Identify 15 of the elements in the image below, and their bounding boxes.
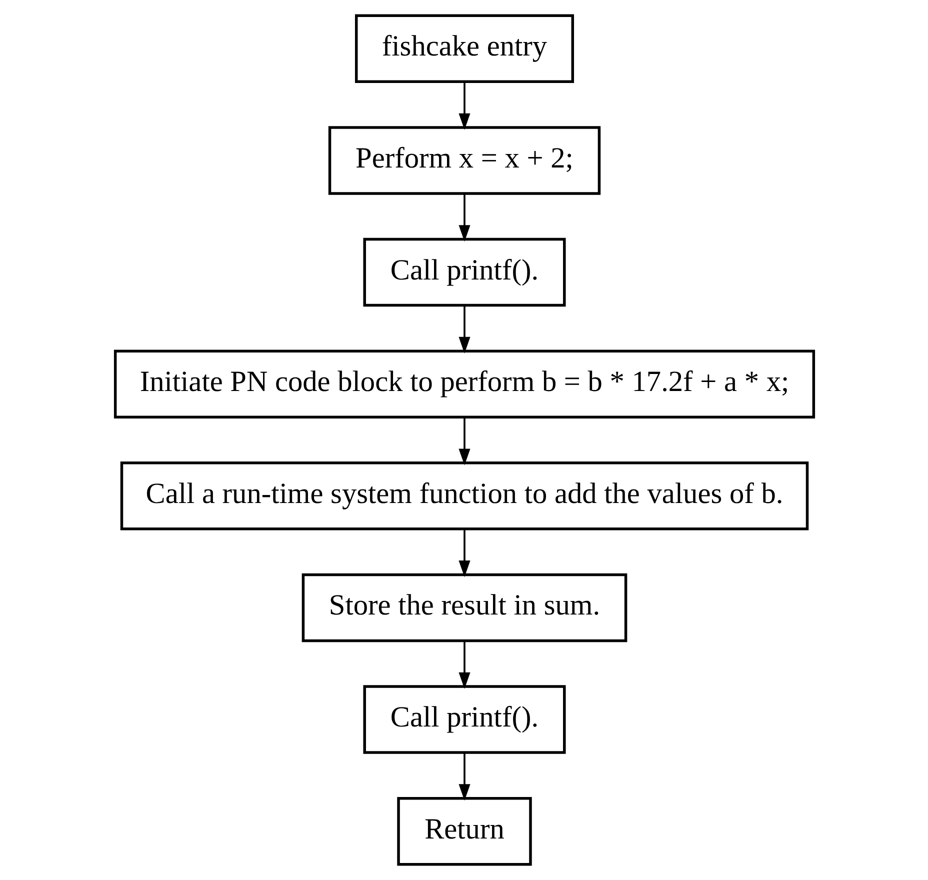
node-box: Perform x = x + 2; xyxy=(328,126,600,195)
node-box: Call printf(). xyxy=(362,685,566,754)
arrow xyxy=(458,640,470,689)
arrow xyxy=(458,529,470,578)
arrow xyxy=(458,752,470,801)
node-box: Store the result in sum. xyxy=(301,573,627,642)
node-box: Call a run-time system function to add the values of b. xyxy=(120,462,808,530)
node-box: Return xyxy=(396,796,532,866)
node-box: Initiate PN code block to perform b = b * 17.2f + a * x; xyxy=(113,350,815,418)
arrow xyxy=(458,417,470,466)
node-box: Call printf(). xyxy=(362,238,566,307)
arrow xyxy=(458,82,470,130)
node-box: fishcake entry xyxy=(354,14,574,84)
arrow xyxy=(458,194,470,242)
arrow xyxy=(458,305,470,354)
